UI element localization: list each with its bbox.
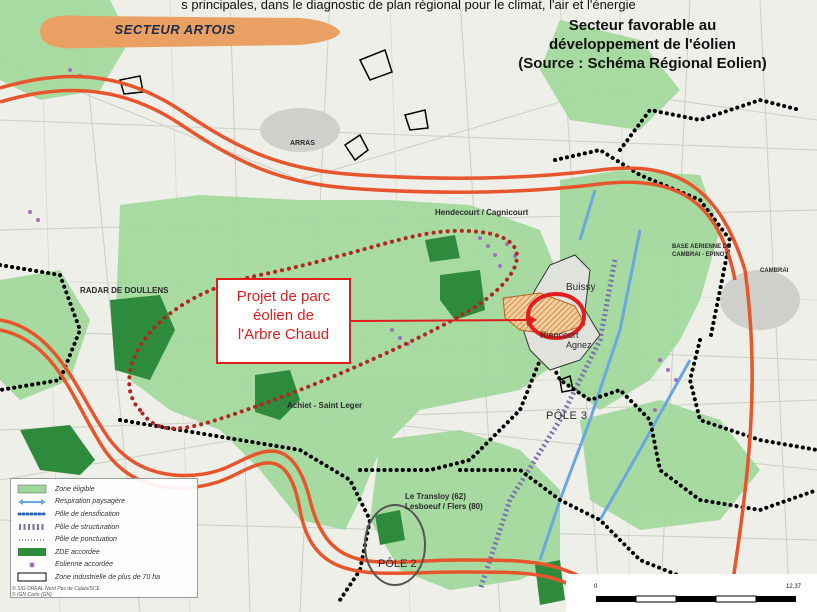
legend-item-densification: Pôle de densification — [17, 508, 191, 521]
place-hendecourt: Hendecourt / Cagnicourt — [435, 208, 529, 217]
place-transloy-2: Lesboeuf / Flers (80) — [405, 502, 483, 511]
ponctuation-swatch — [19, 538, 45, 541]
project-arrow-head — [527, 314, 537, 326]
project-label-line-1: Projet de parc — [236, 288, 331, 305]
sector-banner-label: SECTEUR ARTOIS — [114, 22, 236, 37]
credit-line-2: © IGN Carto (GN) — [12, 592, 52, 598]
place-pole3: PÔLE 3 — [546, 410, 588, 422]
place-base-aerienne-1: BASE AERIENNE DE — [672, 244, 732, 250]
main-roads — [0, 74, 754, 612]
place-pole2: PÔLE 2 — [378, 558, 417, 570]
legend-item-zone-eligible: Zone éligible — [17, 483, 191, 496]
scale-end-label: 12,37 — [786, 584, 802, 590]
structuration-swatch — [19, 524, 45, 531]
title-line-1: Secteur favorable au — [568, 17, 717, 34]
legend-item-eolienne: Eolienne accordée — [17, 559, 191, 572]
legend-label: Pôle de structuration — [55, 523, 120, 531]
place-transloy-1: Le Transloy (62) — [405, 492, 466, 501]
place-buissy: Buissy — [566, 282, 596, 293]
legend-label: Eolienne accordée — [55, 561, 113, 569]
legend-item-ponctuation: Pôle de ponctuation — [17, 533, 191, 546]
zone-eligible-swatch — [17, 485, 47, 494]
structuration-line — [477, 259, 618, 591]
place-riencourt: Riencourt — [540, 330, 579, 340]
legend-label: Pôle de ponctuation — [55, 536, 117, 544]
legend-item-zone-industrielle: Zone industrielle de plus de 70 ha — [17, 571, 191, 584]
project-label-line-3: l'Arbre Chaud — [237, 326, 330, 343]
pole2-circle — [364, 504, 426, 586]
legend-label: Respiration paysagère — [55, 498, 126, 506]
place-achiet: Achiet - Saint Leger — [287, 401, 363, 410]
place-radar: RADAR DE DOULLENS — [80, 286, 169, 295]
legend-label: Zone éligible — [55, 485, 95, 493]
banner-shape — [40, 15, 340, 49]
place-base-aerienne-2: CAMBRAI - EPINOY — [672, 252, 729, 258]
place-cambrai: CAMBRAI — [760, 268, 789, 274]
map-title: Secteur favorable au développement de l'… — [468, 16, 817, 73]
eolienne-dot-icon — [29, 562, 35, 568]
sector-boundaries — [0, 97, 817, 602]
densification-swatch — [17, 512, 47, 516]
zde-areas — [20, 235, 565, 605]
place-arras: ARRAS — [290, 140, 315, 147]
river-lines — [538, 189, 692, 561]
legend-item-respiration: Respiration paysagère — [17, 496, 191, 509]
project-label-box: Projet de parc éolien de l'Arbre Chaud — [216, 278, 351, 364]
respiration-zone — [127, 228, 519, 431]
scale-bar: 0 12,37 — [566, 574, 817, 612]
project-arrow-line — [350, 319, 528, 322]
place-agnez: Agnez — [566, 340, 592, 350]
legend-label: Pôle de densification — [55, 510, 120, 518]
map-legend: Zone éligible Respiration paysagère Pôle… — [10, 478, 198, 598]
top-caption: s principales, dans le diagnostic de pla… — [181, 0, 636, 12]
scale-bar-graphic — [596, 595, 796, 603]
credit-line-1: © SIG DREAL Nord Pas de Calais/SCE — [12, 586, 100, 592]
scale-start-label: 0 — [594, 584, 598, 590]
project-label-line-2: éolien de — [253, 307, 314, 324]
legend-label: ZDE accordée — [55, 548, 100, 556]
title-line-2: développement de l'éolien — [549, 36, 736, 53]
map-credit: © SIG DREAL Nord Pas de Calais/SCE © IGN… — [12, 586, 100, 598]
double-arrow-icon — [18, 498, 46, 505]
legend-item-zde: ZDE accordée — [17, 546, 191, 559]
legend-item-structuration: Pôle de structuration — [17, 521, 191, 534]
title-line-3: (Source : Schéma Régional Eolien) — [518, 55, 767, 72]
zde-swatch — [18, 548, 46, 557]
zone-industrielle-swatch — [17, 572, 47, 582]
legend-label: Zone industrielle de plus de 70 ha — [55, 573, 161, 581]
